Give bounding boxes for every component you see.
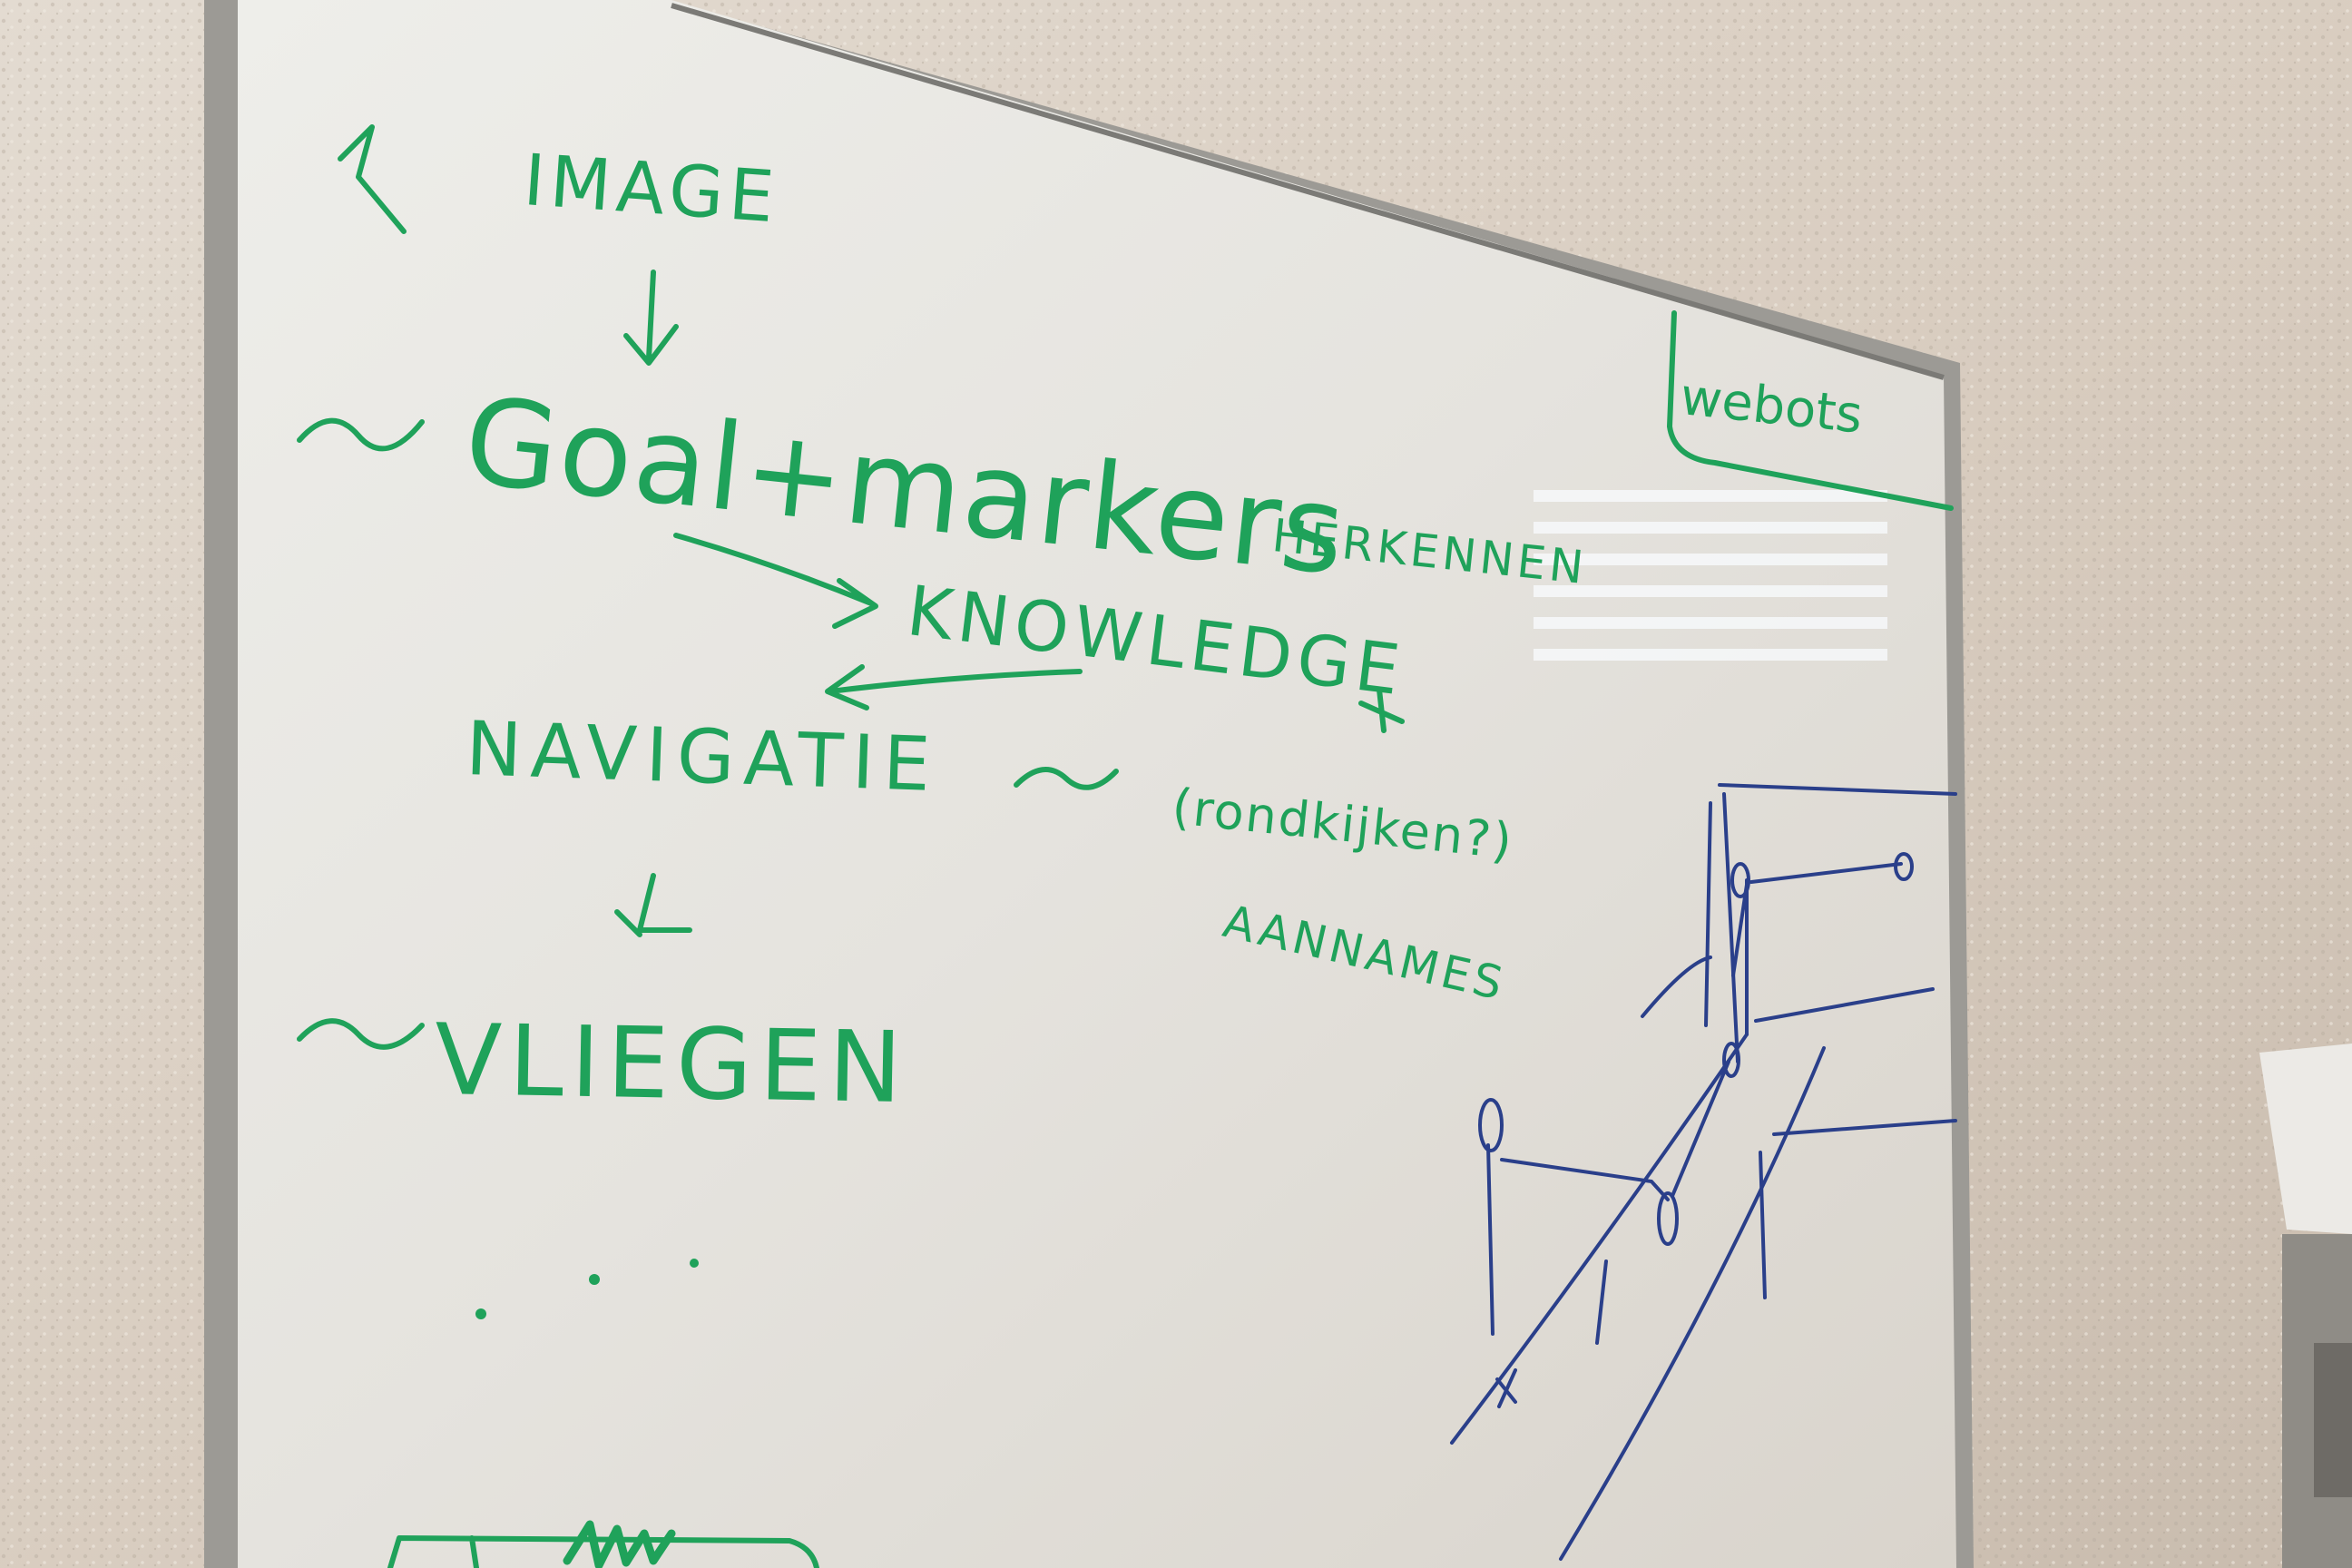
line-image: IMAGE bbox=[521, 140, 782, 240]
bottom-scribble bbox=[563, 1520, 676, 1568]
cross-mark-icon bbox=[1358, 687, 1405, 733]
blue-sketch bbox=[1450, 783, 1957, 1561]
webots-box bbox=[1667, 310, 1954, 511]
check-mark-icon bbox=[338, 124, 407, 234]
tilde-icon bbox=[297, 1018, 425, 1050]
tilde-icon bbox=[297, 417, 425, 452]
board-frame-edge bbox=[671, 3, 1945, 380]
dot bbox=[690, 1259, 699, 1268]
tilde-icon bbox=[1014, 767, 1119, 790]
dot bbox=[589, 1274, 600, 1285]
line-vliegen: VLIEGEN bbox=[433, 1004, 910, 1126]
arrow-left-icon bbox=[825, 664, 1083, 710]
side-cabinet bbox=[2259, 1044, 2352, 1568]
arrow-right-icon bbox=[673, 533, 878, 629]
arrow-down-icon bbox=[623, 270, 679, 366]
bottom-sketch bbox=[387, 1535, 819, 1568]
window-reflection bbox=[1534, 490, 1887, 661]
arrow-down-icon bbox=[614, 873, 692, 937]
line-navigatie: NAVIGATIE bbox=[464, 706, 941, 809]
dot bbox=[475, 1308, 486, 1319]
